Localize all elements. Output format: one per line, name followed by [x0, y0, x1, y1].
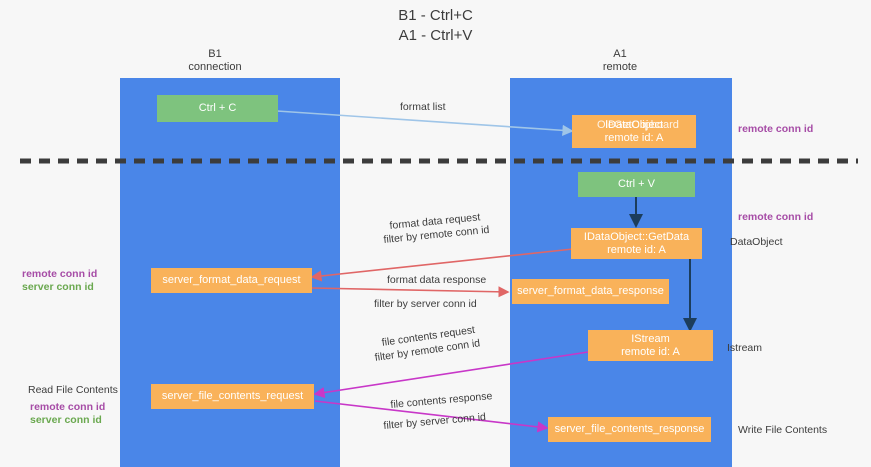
side-label-conn-id-stack-top: remote conn id server conn id	[22, 268, 97, 294]
label-format-data-response: format data response	[387, 274, 487, 286]
lane-header-a1: A1 remote	[555, 48, 685, 74]
box-server-file-contents-request-label: server_file_contents_request	[161, 390, 304, 402]
box-getdata-line2: remote id: A	[607, 243, 666, 256]
label-file-contents-response-filter-key: server conn id	[419, 411, 487, 429]
title-line-2: A1 - Ctrl+V	[398, 27, 473, 44]
box-idataobject[interactable]: OleGetClipboard IDataObject remote id: A	[572, 115, 696, 148]
label-format-data-response-filter-prefix: filter by	[374, 298, 411, 310]
side-label-dataobject: DataObject	[730, 236, 783, 248]
box-ctrl-v-label: Ctrl + V	[618, 178, 655, 190]
label-format-data-request-filter-prefix: filter by	[383, 230, 421, 246]
box-idataobject-line1: IDataObject	[604, 118, 664, 131]
box-ctrl-c-label: Ctrl + C	[198, 102, 237, 114]
side-label-server-conn-id-left: server conn id	[22, 281, 94, 293]
label-file-contents-response-filter-prefix: filter by	[383, 416, 421, 432]
side-label-istream: Istream	[727, 342, 763, 354]
box-server-file-contents-response[interactable]: server_file_contents_response	[548, 417, 711, 442]
box-idataobject-line1-wrap: OleGetClipboard IDataObject	[597, 118, 679, 132]
side-label-conn-id-stack-bottom: remote conn id server conn id	[30, 401, 105, 427]
side-label-write-file-contents: Write File Contents	[738, 424, 828, 436]
box-getdata-line1: IDataObject::GetData	[583, 230, 690, 243]
side-label-remote-conn-id-left-bottom: remote conn id	[30, 401, 106, 413]
side-label-remote-conn-id-mid: remote conn id	[738, 211, 814, 223]
side-label-remote-conn-id-top: remote conn id	[738, 123, 814, 135]
label-file-contents-response-filter: filter by server conn id	[383, 411, 486, 433]
side-label-remote-conn-id-left: remote conn id	[22, 268, 98, 280]
page-title: B1 - Ctrl+C A1 - Ctrl+V	[0, 6, 871, 46]
side-label-read-file-contents: Read File Contents	[28, 384, 118, 396]
box-ctrl-c[interactable]: Ctrl + C	[157, 95, 278, 122]
label-file-contents-response: file contents response	[390, 390, 493, 411]
side-label-server-conn-id-left-bottom: server conn id	[30, 414, 102, 426]
label-format-data-response-filter: filter by server conn id	[374, 298, 477, 311]
box-server-format-data-response[interactable]: server_format_data_response	[512, 279, 669, 304]
lane-header-b1: B1 connection	[150, 48, 280, 74]
lane-header-b1-sub: connection	[188, 61, 242, 73]
box-server-file-contents-response-label: server_file_contents_response	[554, 423, 705, 435]
lane-header-b1-name: B1	[208, 48, 222, 60]
title-line-1: B1 - Ctrl+C	[398, 7, 473, 24]
label-format-data-response-filter-key: server conn id	[410, 298, 477, 310]
lane-header-a1-sub: remote	[602, 61, 638, 73]
box-server-format-data-request-label: server_format_data_request	[162, 274, 301, 286]
box-getdata[interactable]: IDataObject::GetData remote id: A	[571, 228, 702, 259]
box-idataobject-line2: remote id: A	[604, 131, 664, 144]
box-istream-line2: remote id: A	[621, 345, 680, 358]
arrow-format-data-response	[311, 286, 510, 298]
box-server-format-data-request[interactable]: server_format_data_request	[151, 268, 312, 293]
box-istream-line1: IStream	[631, 332, 670, 345]
box-ctrl-v[interactable]: Ctrl + V	[578, 172, 695, 197]
lane-header-a1-name: A1	[613, 48, 627, 60]
label-file-contents-request-filter-prefix: filter by	[374, 346, 413, 364]
label-format-list: format list	[400, 101, 446, 113]
box-idataobject-overlap-text: OleGetClipboard	[596, 118, 679, 131]
box-server-format-data-response-label: server_format_data_response	[517, 285, 664, 297]
box-server-file-contents-request[interactable]: server_file_contents_request	[151, 384, 314, 409]
box-istream[interactable]: IStream remote id: A	[588, 330, 713, 361]
